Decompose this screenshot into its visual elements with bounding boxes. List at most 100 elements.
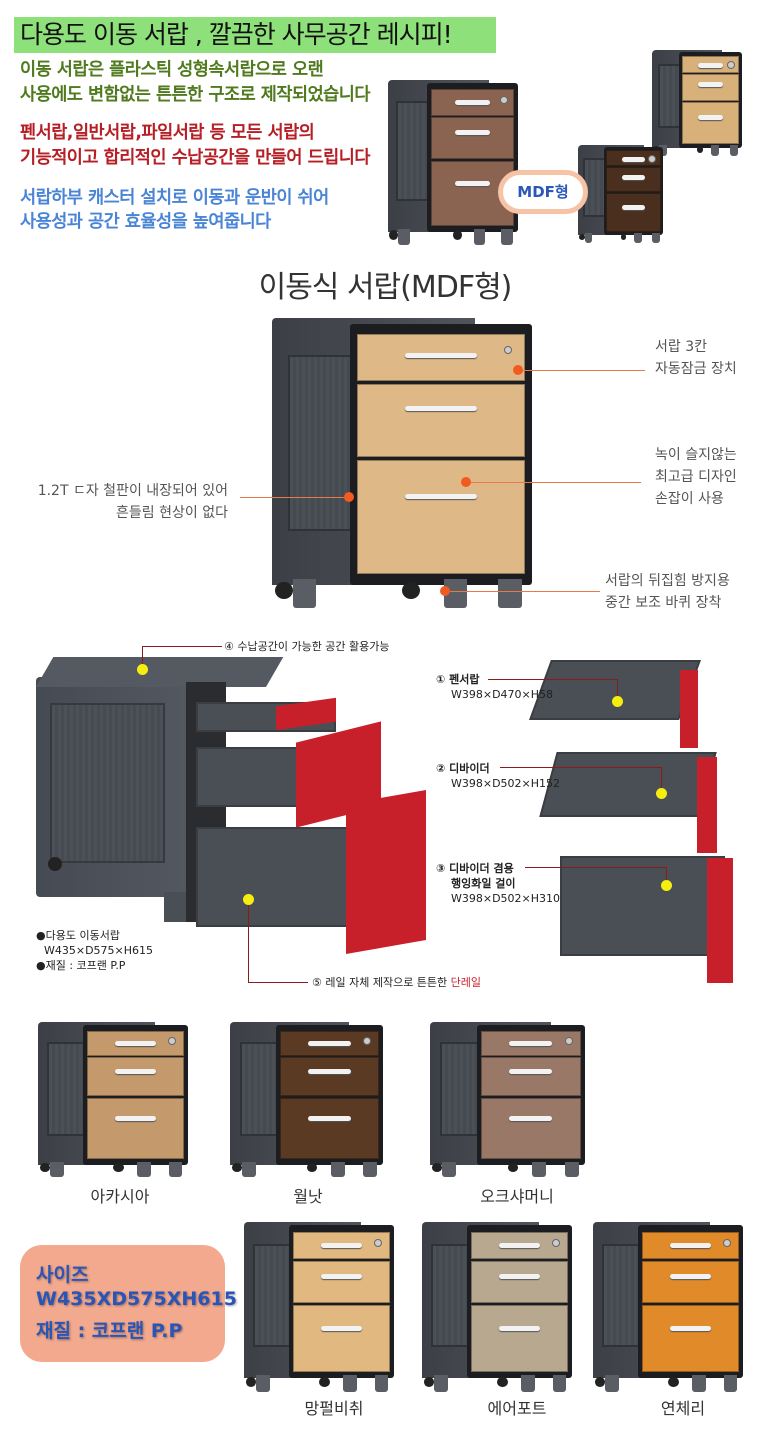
handle <box>669 1273 712 1279</box>
handle <box>404 406 478 412</box>
handle <box>621 157 645 163</box>
material-text: 재질 : 코프랜 P.P <box>36 1320 183 1342</box>
handle <box>698 114 723 120</box>
foot <box>552 1375 566 1392</box>
caster-wheel <box>231 1163 243 1173</box>
cabinet-front <box>638 1225 743 1379</box>
caster-wheel <box>306 1163 318 1173</box>
caster-wheel <box>113 1163 124 1173</box>
callout-dot <box>243 894 254 905</box>
caster-wheel <box>578 234 585 241</box>
drawer-name: ② 디바이더 <box>436 762 490 775</box>
caster-wheel <box>389 230 399 241</box>
caster-wheel <box>620 234 627 241</box>
handle <box>404 353 478 359</box>
drawer <box>293 1304 390 1373</box>
foot <box>50 1161 64 1177</box>
drawer <box>471 1231 568 1260</box>
drawer <box>681 55 740 74</box>
foot <box>501 228 513 245</box>
callout-dot <box>344 492 354 502</box>
callout-text: 녹이 슬지않는 <box>655 447 737 463</box>
drawer-name: ① 펜서랍 <box>436 673 480 686</box>
caster-wheel <box>319 1376 330 1387</box>
handle <box>509 1069 553 1075</box>
callout-line <box>248 982 308 983</box>
foot <box>137 1161 151 1177</box>
size-info-box: 사이즈 W435XD575XH615 재질 : 코프랜 P.P <box>20 1245 237 1362</box>
foot <box>723 1375 737 1392</box>
lock-icon <box>647 154 656 163</box>
caster-wheel <box>497 1376 508 1387</box>
caster-wheel <box>431 1163 443 1173</box>
callout-text: 서랍의 뒤집힘 방지용 <box>605 573 730 589</box>
open-cabinet-image <box>36 657 436 977</box>
callout-dot <box>137 664 148 675</box>
callout-text: 흔들림 현상이 없다 <box>116 505 228 521</box>
handle <box>669 1325 712 1331</box>
pen-drawer-image <box>529 660 701 720</box>
handle <box>114 1069 157 1075</box>
cabinet-front <box>350 323 532 585</box>
handle <box>698 82 723 88</box>
handle <box>308 1116 351 1122</box>
handle <box>114 1116 157 1122</box>
callout-line <box>450 591 600 592</box>
callout-text: 1.2T ㄷ자 철판이 내장되어 있어 <box>37 483 228 499</box>
drawer-front <box>680 670 698 748</box>
drawer <box>430 89 515 116</box>
drawer <box>642 1260 739 1304</box>
variant-label: 월낫 <box>293 1187 323 1206</box>
callout-text: ⑤ 레일 자체 제작으로 튼튼한 <box>312 976 451 989</box>
size-title: 사이즈 <box>36 1264 89 1286</box>
callout-dot <box>656 788 667 799</box>
handle <box>308 1040 351 1046</box>
callout-line <box>471 482 641 483</box>
handle <box>498 1242 541 1248</box>
foot <box>634 233 642 243</box>
variant-label: 연체리 <box>660 1399 706 1418</box>
drawer <box>681 74 740 101</box>
callout-line <box>142 646 222 647</box>
callout-dot <box>661 880 672 891</box>
lock-icon <box>723 1238 732 1247</box>
variant-label: 망펄비취 <box>304 1399 364 1418</box>
handle <box>454 130 491 136</box>
callout-text: 최고급 디자인 <box>655 469 737 485</box>
variant-cabinet <box>38 1022 188 1177</box>
drawer-name: ③ 디바이더 겸용 <box>436 862 514 875</box>
lock-icon <box>168 1037 177 1046</box>
handle <box>454 180 491 186</box>
main-cabinet-image <box>272 318 532 608</box>
callout-text: 서랍 3칸 <box>655 339 707 355</box>
foot <box>564 1161 579 1177</box>
foot <box>692 1375 706 1392</box>
handle <box>404 494 478 500</box>
variant-cabinet <box>593 1222 743 1392</box>
caster-wheel <box>39 1163 50 1173</box>
intro-line: 사용에도 변함없는 튼튼한 구조로 제작되었습니다 <box>20 85 370 105</box>
intro-line: 이동 서랍은 플라스틱 성형속서랍으로 오랜 <box>20 60 324 80</box>
drawer <box>430 117 515 160</box>
foot <box>442 1161 457 1177</box>
handle <box>498 1273 541 1279</box>
drawer <box>480 1097 581 1160</box>
lock-icon <box>499 96 508 105</box>
handle <box>114 1040 157 1046</box>
cabinet-image-oak <box>652 50 742 156</box>
callout-text: 손잡이 사용 <box>655 491 724 507</box>
divider-drawer-image <box>539 752 717 817</box>
lock-icon <box>552 1238 561 1247</box>
intro-line: 기능적이고 합리적인 수납공간을 만들어 드립니다 <box>20 148 370 168</box>
foot <box>256 1375 270 1392</box>
intro-line: 펜서랍,일반서랍,파일서랍 등 모든 서랍의 <box>20 123 315 143</box>
callout-line <box>142 646 143 664</box>
handle <box>509 1116 553 1122</box>
drawer <box>605 167 661 192</box>
cabinet-image-dark-walnut <box>578 145 663 243</box>
callout-dot <box>612 696 623 707</box>
foot <box>398 228 411 245</box>
